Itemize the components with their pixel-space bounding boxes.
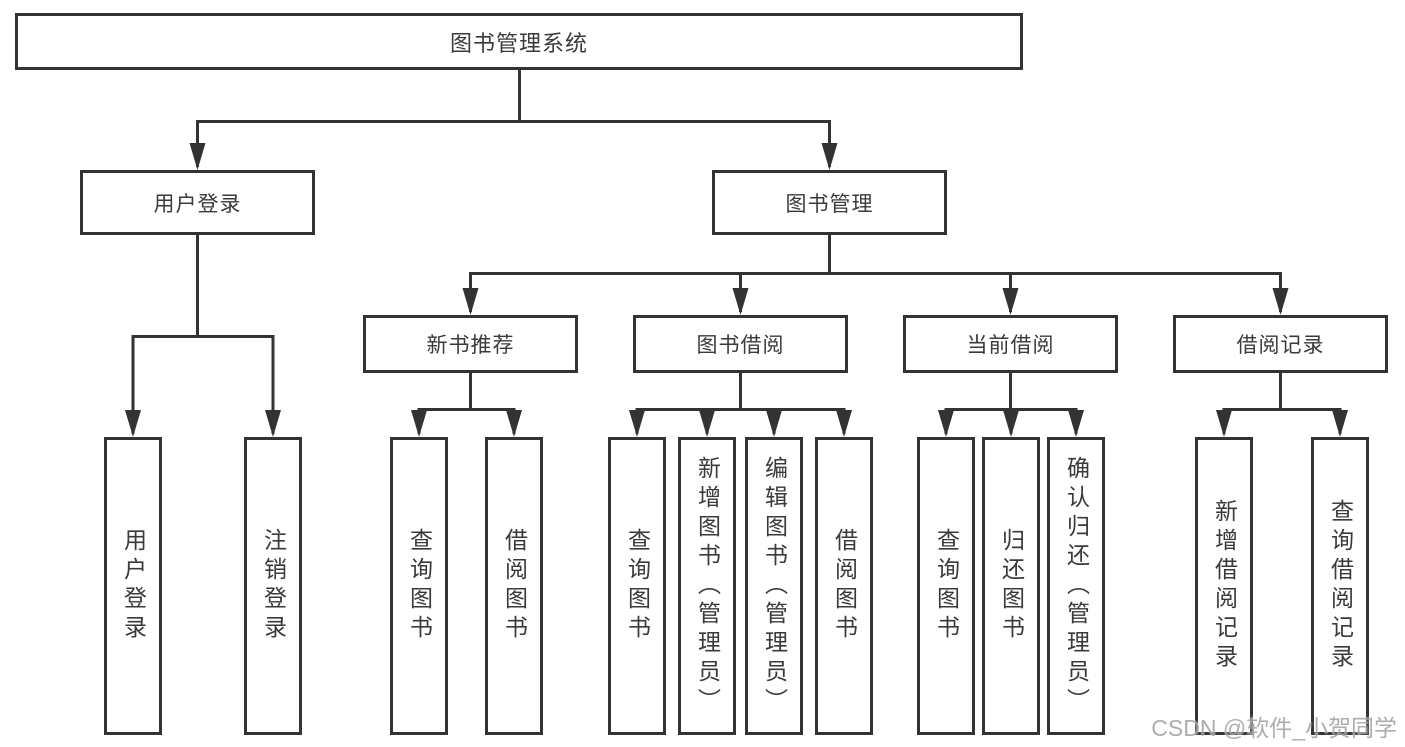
edge-new-book-recommend-to-leaves bbox=[411, 373, 522, 437]
leaf-cb-query-books: 查询图书 bbox=[917, 437, 975, 735]
node-label: 新增借阅记录 bbox=[1211, 499, 1238, 673]
node-current-borrowing: 当前借阅 bbox=[903, 315, 1118, 373]
leaf-br-query-record: 查询借阅记录 bbox=[1311, 437, 1369, 735]
node-label: 用户登录 bbox=[153, 192, 242, 216]
node-borrowing-records: 借阅记录 bbox=[1173, 315, 1388, 373]
edge-borrowing-records-to-leaves bbox=[1216, 373, 1348, 437]
leaf-bb-borrow-books: 借阅图书 bbox=[815, 437, 873, 735]
leaf-nb-query-books: 查询图书 bbox=[390, 437, 448, 735]
node-library-management-system: 图书管理系统 bbox=[15, 13, 1023, 70]
csdn-watermark: CSDN @软件_小贺同学 bbox=[1151, 715, 1397, 741]
leaf-logout: 注销登录 bbox=[244, 437, 302, 735]
leaf-br-add-record: 新增借阅记录 bbox=[1195, 437, 1253, 735]
node-book-borrowing: 图书借阅 bbox=[633, 315, 848, 373]
node-label: 新书推荐 bbox=[426, 334, 515, 357]
leaf-cb-return-books: 归还图书 bbox=[982, 437, 1040, 735]
node-new-book-recommend: 新书推荐 bbox=[363, 315, 578, 373]
edge-root-to-level2 bbox=[189, 70, 838, 170]
node-label: 用户登录 bbox=[120, 528, 147, 644]
node-label: 图书管理系统 bbox=[449, 30, 588, 56]
node-label: 新增图书（管理员） bbox=[694, 455, 721, 717]
edge-book-management-to-level3 bbox=[462, 235, 1289, 315]
node-label: 借阅图书 bbox=[501, 528, 528, 644]
node-label: 借阅记录 bbox=[1236, 334, 1325, 357]
edge-book-borrowing-to-leaves bbox=[629, 373, 852, 437]
node-label: 归还图书 bbox=[998, 528, 1025, 644]
node-book-management: 图书管理 bbox=[712, 170, 947, 235]
node-label: 图书管理 bbox=[785, 192, 874, 216]
leaf-user-login: 用户登录 bbox=[104, 437, 162, 735]
leaf-bb-add-books-admin: 新增图书（管理员） bbox=[678, 437, 736, 735]
node-label: 借阅图书 bbox=[831, 528, 858, 644]
leaf-cb-confirm-return-admin: 确认归还（管理员） bbox=[1047, 437, 1105, 735]
node-label: 查询图书 bbox=[624, 528, 651, 644]
leaf-nb-borrow-books: 借阅图书 bbox=[485, 437, 543, 735]
edge-user-login-to-leaves bbox=[125, 235, 281, 437]
node-label: 查询图书 bbox=[406, 528, 433, 644]
leaf-bb-query-books: 查询图书 bbox=[608, 437, 666, 735]
node-label: 编辑图书（管理员） bbox=[761, 455, 788, 717]
node-label: 确认归还（管理员） bbox=[1063, 455, 1090, 717]
edge-current-borrowing-to-leaves bbox=[938, 373, 1084, 437]
node-label: 注销登录 bbox=[260, 528, 287, 644]
node-label: 图书借阅 bbox=[696, 334, 785, 357]
node-label: 当前借阅 bbox=[966, 334, 1055, 357]
leaf-bb-edit-books-admin: 编辑图书（管理员） bbox=[745, 437, 803, 735]
node-label: 查询借阅记录 bbox=[1327, 499, 1354, 673]
node-label: 查询图书 bbox=[933, 528, 960, 644]
node-user-login: 用户登录 bbox=[80, 170, 315, 235]
